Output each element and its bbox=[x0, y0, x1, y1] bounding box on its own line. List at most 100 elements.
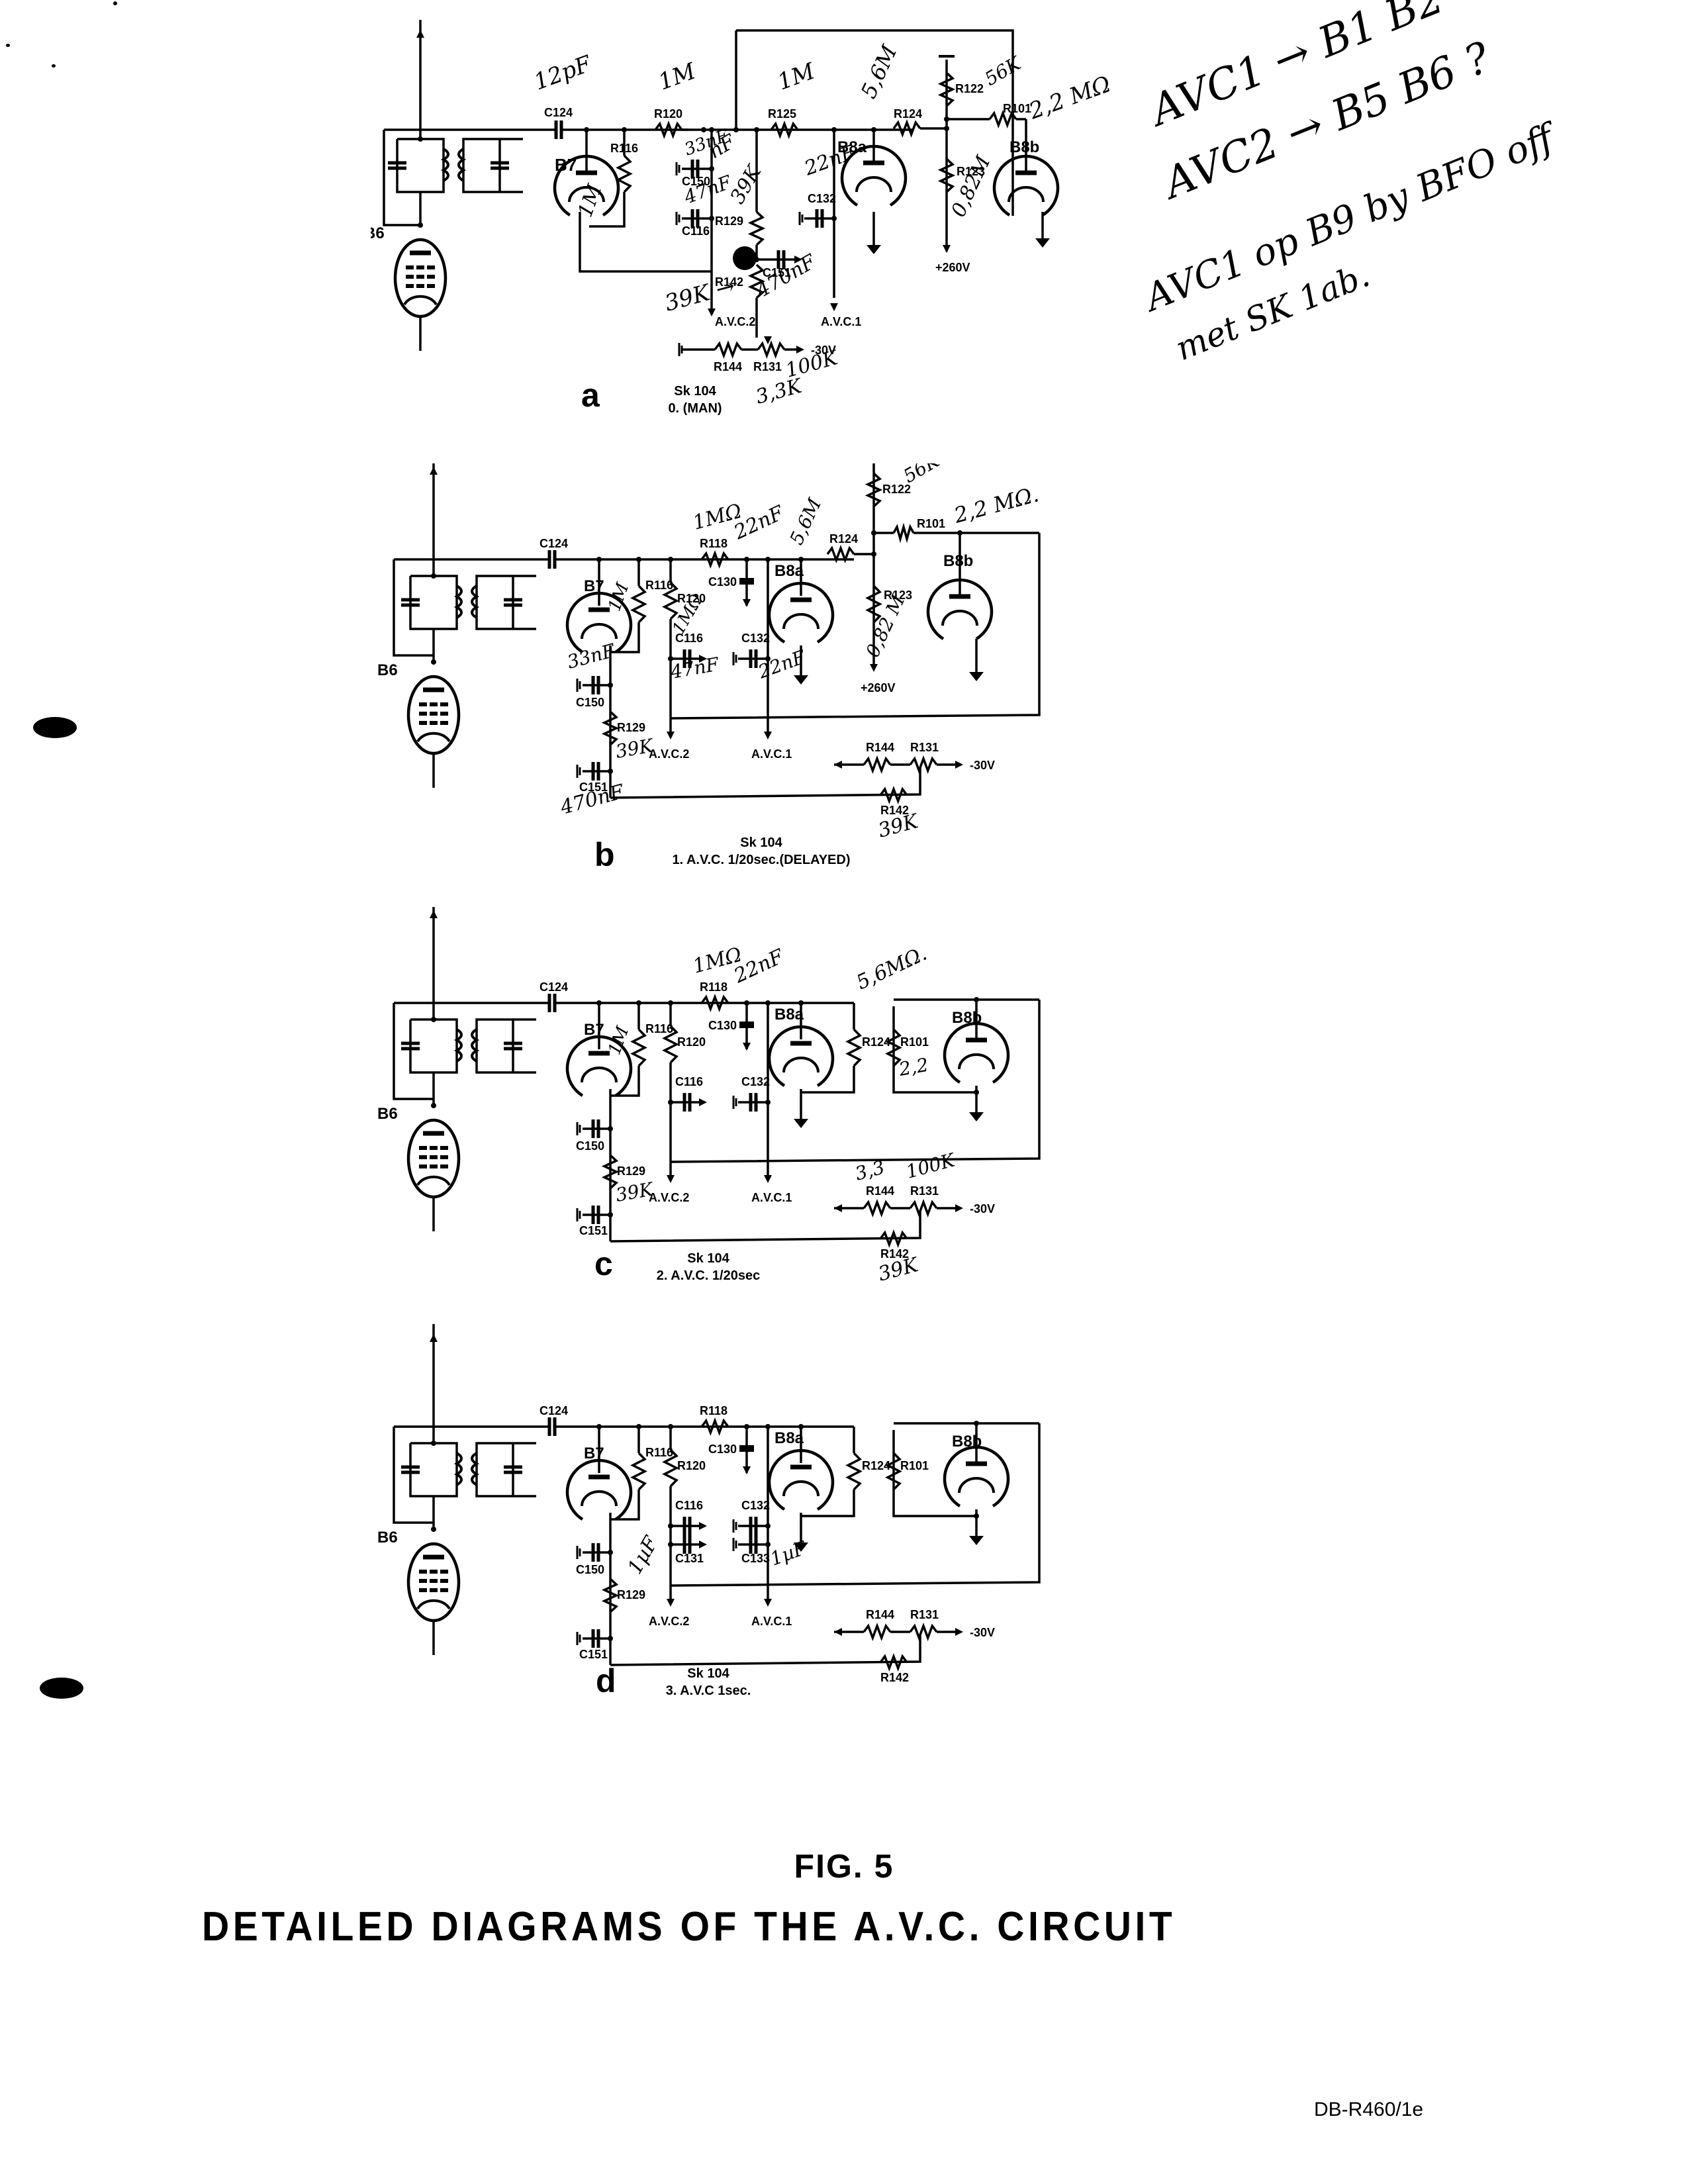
tube-b8b-cathode bbox=[1008, 186, 1045, 203]
resistor-symbol bbox=[630, 1028, 647, 1067]
junction-dot bbox=[431, 573, 436, 579]
wire bbox=[670, 1000, 1041, 1163]
panel-letter-b: b bbox=[594, 836, 615, 873]
speck bbox=[6, 44, 10, 47]
junction-dot bbox=[431, 1441, 436, 1446]
circuit-diagram-c: +B6C124B7R1161MC150R12939KC151R14239KR14… bbox=[371, 907, 1139, 1304]
resistor-symbol bbox=[892, 522, 915, 544]
c130-label: C130 bbox=[708, 575, 737, 589]
c150-label: C150 bbox=[682, 175, 710, 188]
tube-b7-envelope bbox=[565, 1458, 633, 1521]
c151-value: 470nF bbox=[752, 250, 821, 303]
r124-value: 5,6M bbox=[785, 494, 825, 547]
resistor-symbol bbox=[630, 585, 647, 624]
tube-b7-cathode bbox=[581, 1490, 618, 1507]
tube-b8a-label: B8a bbox=[774, 1006, 804, 1023]
c124-value: 12pF bbox=[530, 50, 595, 95]
r144-label: R144 bbox=[866, 1184, 894, 1198]
c116-label: C116 bbox=[675, 632, 703, 645]
r124-label: R124 bbox=[894, 107, 922, 120]
c124-label: C124 bbox=[539, 980, 568, 994]
resistor-symbol bbox=[700, 549, 729, 569]
coil-secondary bbox=[471, 1028, 480, 1063]
r101-value: 2,2 bbox=[897, 1054, 931, 1080]
wire bbox=[409, 575, 458, 630]
circuit-diagram-d: +B6C124B7R116C150R129C151R142R144R131-30… bbox=[371, 1324, 1139, 1721]
arrow-down-icon bbox=[667, 1175, 675, 1183]
resistor-symbol bbox=[937, 158, 956, 193]
r118-label: R118 bbox=[700, 1404, 727, 1417]
tube-b6-label: B6 bbox=[377, 661, 398, 679]
figure-number: FIG. 5 bbox=[794, 1848, 894, 1885]
r124-label: R124 bbox=[862, 1035, 890, 1049]
c130-label: C130 bbox=[708, 1443, 737, 1456]
wire bbox=[610, 622, 640, 653]
r131-label: R131 bbox=[910, 741, 939, 754]
r129-value: 39K bbox=[726, 161, 767, 208]
arrow-down-icon bbox=[743, 1466, 751, 1474]
c124-label: C124 bbox=[544, 106, 573, 119]
tube-b6-cathode bbox=[416, 1599, 451, 1610]
r116-label: R116 bbox=[645, 579, 673, 592]
arrow-right-icon bbox=[955, 1628, 963, 1636]
resistor-symbol bbox=[885, 1028, 902, 1067]
r125-value: 1M bbox=[774, 58, 819, 95]
c116-label: C116 bbox=[675, 1075, 703, 1088]
arrow-right-icon bbox=[794, 256, 802, 263]
r116-label: R116 bbox=[610, 142, 638, 155]
r129-label: R129 bbox=[617, 1588, 645, 1601]
punch-hole-1 bbox=[33, 717, 77, 738]
mode-label: 1. A.V.C. 1/20sec.(DELAYED) bbox=[672, 853, 851, 867]
resistor-symbol bbox=[909, 755, 938, 775]
resistor-symbol bbox=[988, 109, 1017, 129]
r120-label: R120 bbox=[677, 1459, 706, 1472]
r118-label: R118 bbox=[700, 537, 727, 550]
r131-label: R131 bbox=[910, 1608, 939, 1621]
panel-caption-b: Sk 104 1. A.V.C. 1/20sec.(DELAYED) bbox=[655, 834, 867, 869]
wire bbox=[736, 29, 1014, 216]
resistor-symbol bbox=[747, 263, 766, 299]
coil-secondary bbox=[471, 1452, 480, 1486]
wire bbox=[670, 533, 1041, 720]
c124-label: C124 bbox=[539, 1404, 568, 1417]
tube-b6-label: B6 bbox=[377, 1529, 398, 1546]
coil-primary bbox=[453, 1028, 463, 1063]
resistor-symbol bbox=[601, 1154, 620, 1190]
junction-dot bbox=[974, 1090, 979, 1095]
resistor-symbol bbox=[885, 1452, 902, 1491]
resistor-symbol bbox=[662, 1448, 679, 1488]
switch-label: Sk 104 bbox=[687, 1666, 729, 1681]
r124-label: R124 bbox=[862, 1459, 890, 1472]
resistor-symbol bbox=[863, 755, 892, 775]
wire bbox=[801, 1066, 855, 1094]
ground-icon bbox=[969, 672, 984, 681]
resistor-symbol bbox=[662, 1025, 679, 1064]
c124-label: C124 bbox=[539, 537, 568, 550]
tube-b7-envelope bbox=[565, 1035, 633, 1097]
wire bbox=[610, 768, 921, 799]
wire bbox=[393, 1003, 434, 1100]
resistor-symbol bbox=[879, 785, 908, 805]
wire bbox=[610, 1635, 921, 1666]
c131-value: 1µF bbox=[624, 1532, 664, 1578]
r116-value: 1M bbox=[574, 181, 607, 220]
r101-label: R101 bbox=[900, 1459, 929, 1472]
avc1-label: A.V.C.1 bbox=[751, 1615, 792, 1628]
circuit-diagram-a: +B6C12412pFB7R1161MR1201MnFC15033nFC1164… bbox=[371, 20, 1139, 430]
c132-label: C132 bbox=[741, 1499, 770, 1512]
avc1-label: A.V.C.1 bbox=[751, 747, 792, 761]
panel-letter-d: d bbox=[596, 1662, 616, 1699]
resistor-symbol bbox=[601, 1578, 620, 1613]
wire bbox=[409, 1018, 458, 1074]
coil-primary bbox=[453, 1452, 463, 1486]
resistor-symbol bbox=[601, 710, 620, 746]
avc2-label: A.V.C.2 bbox=[649, 747, 689, 761]
r116-label: R116 bbox=[645, 1446, 673, 1459]
r101-label: R101 bbox=[900, 1035, 929, 1049]
arrow-right-icon bbox=[699, 1541, 707, 1548]
junction-dot bbox=[431, 1103, 436, 1108]
ground-icon bbox=[969, 1536, 984, 1545]
arrow-right-icon bbox=[699, 655, 707, 663]
avc1-label: A.V.C.1 bbox=[821, 315, 861, 328]
r144-label: R144 bbox=[866, 1608, 894, 1621]
